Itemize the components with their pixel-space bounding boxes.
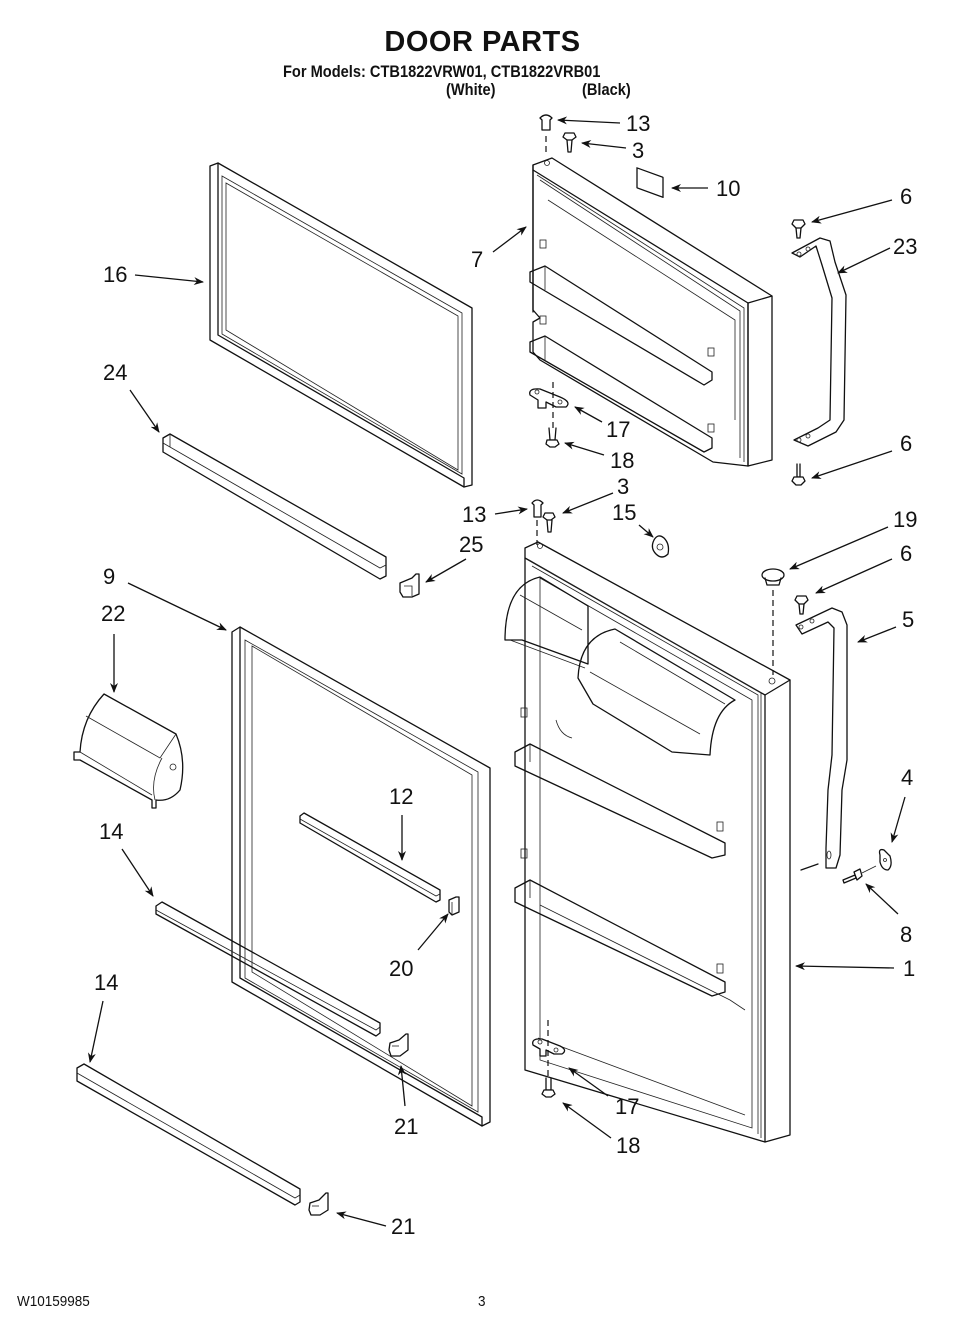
callout-13: 13 <box>626 111 650 136</box>
part-23-freezer-handle <box>791 237 847 447</box>
page-title: DOOR PARTS <box>384 26 581 58</box>
callout-16: 16 <box>103 262 127 287</box>
variant-white: (White) <box>446 80 496 99</box>
callout-18: 18 <box>616 1133 640 1158</box>
part-15-bumper <box>651 535 670 558</box>
callout-14: 14 <box>94 970 118 995</box>
callout-14: 14 <box>99 819 123 844</box>
part-17-hinge-top <box>529 382 569 428</box>
callout-3: 3 <box>632 138 644 163</box>
part-18-screw-top <box>545 427 560 448</box>
part-21-end-cap-a <box>388 1033 409 1057</box>
models-line: For Models: CTB1822VRW01, CTB1822VRB01 <box>283 62 601 81</box>
part-3-screw-top <box>562 132 577 153</box>
part-21-end-cap-b <box>308 1192 329 1216</box>
part-14-rail-middle <box>155 901 381 1037</box>
part-25-end-cap <box>399 573 420 598</box>
callout-24: 24 <box>103 360 127 385</box>
part-24-freezer-rail <box>162 433 387 580</box>
callout-17: 17 <box>615 1094 639 1119</box>
callout-21: 21 <box>391 1214 415 1239</box>
callout-7: 7 <box>471 247 483 272</box>
part-5-fresh-food-handle <box>795 607 848 871</box>
part-8-screw <box>842 865 877 884</box>
callout-12: 12 <box>389 784 413 809</box>
document-number: W10159985 <box>17 1293 90 1310</box>
callout-9: 9 <box>103 564 115 589</box>
part-19-hole-plug <box>761 568 785 675</box>
callout-5: 5 <box>902 607 914 632</box>
callout-labels: 13 3 10 6 23 7 16 24 17 18 6 13 3 15 19 … <box>94 111 917 1239</box>
callout-25: 25 <box>459 532 483 557</box>
callout-20: 20 <box>389 956 413 981</box>
part-13-plug-top <box>539 114 553 156</box>
part-10-label <box>636 167 664 199</box>
callout-6: 6 <box>900 431 912 456</box>
part-22-dairy-door <box>73 693 184 809</box>
callout-6: 6 <box>900 184 912 209</box>
part-4-spacer <box>878 848 892 871</box>
callout-1: 1 <box>903 956 915 981</box>
page-number: 3 <box>478 1293 486 1310</box>
part-9-fresh-food-gasket <box>231 626 491 1127</box>
part-3-screw-middle <box>542 512 556 533</box>
part-13-plug-middle <box>531 499 544 545</box>
callout-8: 8 <box>900 922 912 947</box>
part-6-screw-b <box>791 463 806 486</box>
part-16-freezer-gasket <box>209 162 473 488</box>
callout-10: 10 <box>716 176 740 201</box>
part-17-hinge-bottom <box>532 1020 566 1078</box>
part-18-screw-bottom <box>541 1077 556 1098</box>
part-6-screw-a <box>791 219 806 239</box>
callout-18: 18 <box>610 448 634 473</box>
part-6-screw-c <box>794 595 809 615</box>
callout-23: 23 <box>893 234 917 259</box>
callout-6: 6 <box>900 541 912 566</box>
part-14-rail-bottom <box>76 1063 301 1206</box>
callout-3: 3 <box>617 474 629 499</box>
callout-13: 13 <box>462 502 486 527</box>
part-7-freezer-door <box>529 157 773 467</box>
callout-15: 15 <box>612 500 636 525</box>
callout-4: 4 <box>901 765 913 790</box>
callout-21: 21 <box>394 1114 418 1139</box>
callout-17: 17 <box>606 417 630 442</box>
callout-22: 22 <box>101 601 125 626</box>
variant-black: (Black) <box>582 80 631 99</box>
callout-19: 19 <box>893 507 917 532</box>
part-1-fresh-food-door <box>504 541 791 1143</box>
part-20-end-cap <box>448 896 460 916</box>
part-12-rail <box>299 812 441 903</box>
callout-leaders <box>87 116 906 1227</box>
